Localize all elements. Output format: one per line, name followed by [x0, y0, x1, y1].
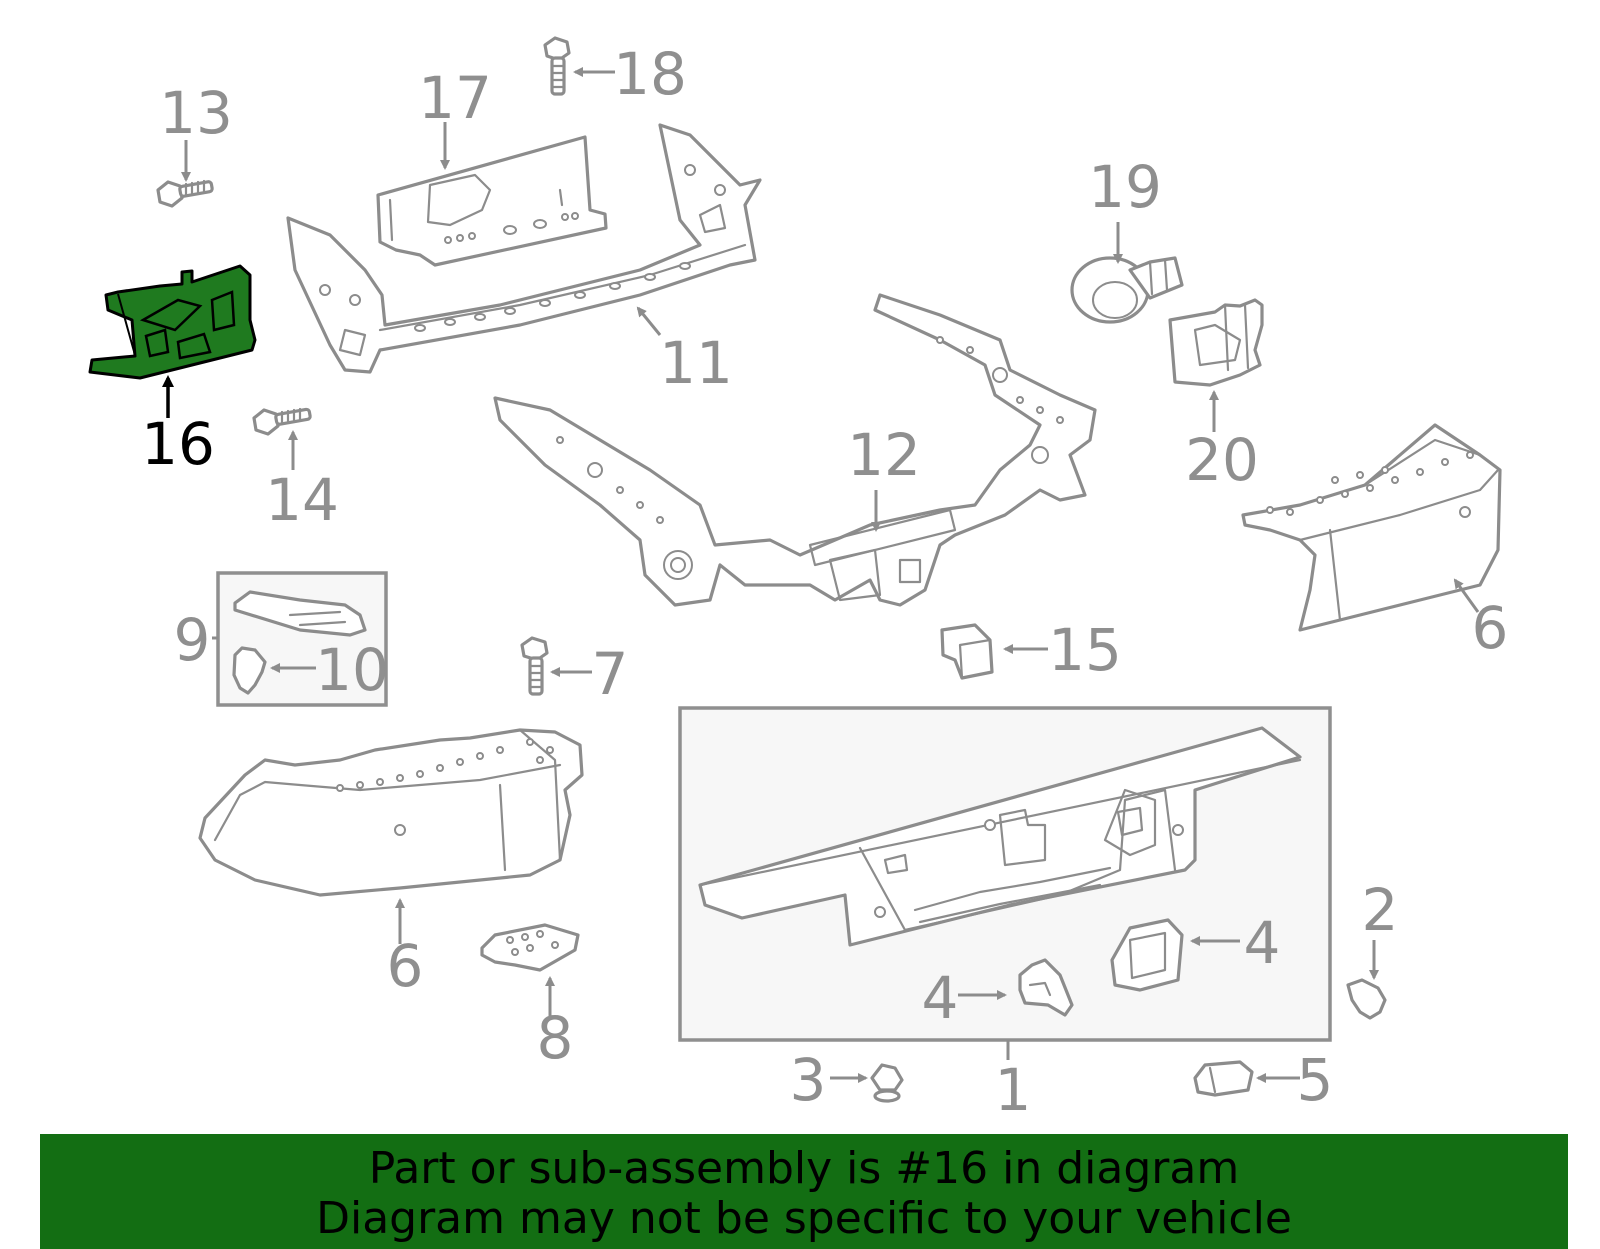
callout-20[interactable]: 20 [1185, 426, 1259, 494]
callout-12[interactable]: 12 [847, 421, 921, 489]
callout-6-left[interactable]: 6 [387, 932, 424, 1000]
part-4-bracket[interactable] [1018, 958, 1074, 1017]
callout-10[interactable]: 10 [315, 636, 389, 704]
callout-4-center[interactable]: 4 [922, 964, 959, 1032]
callout-18[interactable]: 18 [613, 40, 687, 108]
callout-6-right[interactable]: 6 [1472, 594, 1509, 662]
callout-3[interactable]: 3 [790, 1046, 827, 1114]
banner-line-1: Part or sub-assembly is #16 in diagram [368, 1143, 1240, 1194]
callout-8[interactable]: 8 [537, 1004, 574, 1072]
part-15-connector[interactable] [940, 623, 994, 680]
callout-5[interactable]: 5 [1297, 1046, 1334, 1114]
callout-1[interactable]: 1 [995, 1056, 1032, 1124]
banner-line-2: Diagram may not be specific to your vehi… [316, 1193, 1292, 1244]
part-18-bolt[interactable] [543, 36, 571, 96]
callout-13[interactable]: 13 [159, 79, 233, 147]
part-4-light-housing[interactable] [1110, 918, 1184, 992]
part-11-crossmember[interactable] [286, 123, 762, 374]
part-13-bolt[interactable] [156, 179, 214, 208]
callout-11[interactable]: 11 [659, 329, 733, 397]
callout-19[interactable]: 19 [1088, 153, 1162, 221]
part-6-left-end[interactable] [198, 728, 584, 897]
part-6-right-end[interactable] [1241, 423, 1502, 632]
part-2-clip[interactable] [1346, 978, 1387, 1020]
callout-4-right[interactable]: 4 [1244, 909, 1281, 977]
part-10-clip[interactable] [232, 646, 267, 695]
callout-7[interactable]: 7 [592, 640, 629, 708]
callout-17[interactable]: 17 [418, 64, 492, 132]
callout-14[interactable]: 14 [265, 466, 339, 534]
info-banner: Part or sub-assembly is #16 in diagram D… [40, 1134, 1568, 1249]
part-5-plug[interactable] [1193, 1060, 1254, 1097]
part-12-hitch[interactable] [493, 293, 1097, 607]
part-19-sensor[interactable] [1070, 256, 1184, 324]
part-20-bracket[interactable] [1168, 298, 1264, 387]
part-7-bolt[interactable] [520, 636, 549, 696]
part-16-bracket[interactable] [88, 264, 257, 380]
callout-15[interactable]: 15 [1048, 616, 1122, 684]
callout-2[interactable]: 2 [1362, 876, 1399, 944]
part-17-plate[interactable] [376, 135, 608, 267]
part-3-clip[interactable] [870, 1063, 904, 1103]
callout-9[interactable]: 9 [174, 606, 211, 674]
part-14-bolt[interactable] [252, 407, 312, 436]
callout-16[interactable]: 16 [141, 410, 215, 478]
part-1-step-bumper[interactable] [698, 726, 1302, 947]
part-8-bracket[interactable] [480, 923, 580, 972]
part-9-pad[interactable] [233, 590, 367, 637]
